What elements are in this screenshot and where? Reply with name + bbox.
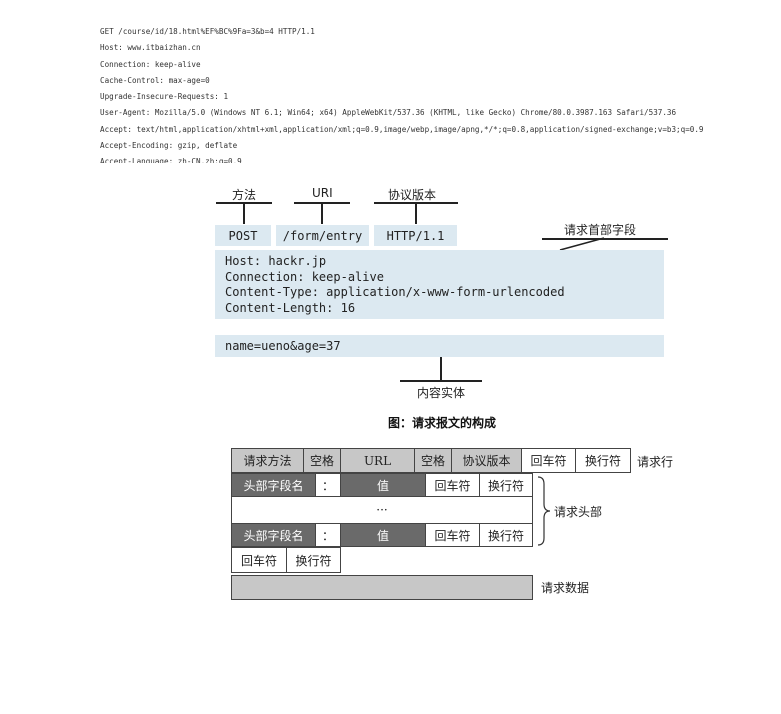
body-pointer [440, 357, 442, 381]
cell-protocol-version: 协议版本 [451, 448, 522, 473]
headers-brace [537, 476, 551, 546]
label-headers: 请求首部字段 [564, 223, 637, 237]
cell-colon: ： [315, 473, 341, 497]
method-pointer [243, 202, 245, 224]
version-pointer [415, 202, 417, 224]
cell-request-method: 请求方法 [231, 448, 304, 473]
body-box: name=ueno&age=37 [215, 335, 664, 357]
cell-cr: 回车符 [425, 523, 480, 547]
cell-ellipsis: ··· [231, 497, 533, 523]
request-message-diagram: 方法 URI 协议版本 请求首部字段 POST /form/entry HTTP… [198, 178, 680, 410]
cell-header-name: 头部字段名 [231, 473, 316, 497]
header-accept-encoding-text: Accept-Encoding: gzip, deflate [100, 141, 238, 151]
request-line-text: GET /course/id/18.html%EF%BC%9Fa=3&b=4 H… [100, 27, 315, 36]
uri-box: /form/entry [276, 225, 369, 246]
cell-header-name: 头部字段名 [231, 523, 316, 547]
label-method: 方法 [232, 188, 257, 202]
label-uri: URI [312, 186, 333, 200]
raw-request-block: GET /course/id/18.html%EF%BC%9Fa=3&b=4 H… [100, 24, 775, 163]
method-box: POST [215, 225, 271, 246]
cell-header-value: 值 [340, 473, 426, 497]
label-request-line: 请求行 [637, 455, 674, 469]
header-line: Content-Length: 16 [225, 300, 356, 315]
cell-header-value: 值 [340, 523, 426, 547]
headers-pointer [559, 237, 605, 251]
request-format-diagram: 请求方法 空格 URL 空格 协议版本 回车符 换行符 请求行 头部字段名 ： … [231, 448, 691, 604]
header-line: Connection: keep-alive [225, 269, 384, 284]
header-line: Host: hackr.jp [225, 254, 327, 268]
label-request-header: 请求头部 [554, 505, 603, 519]
figure-caption: 图：请求报文的构成 [387, 416, 496, 430]
cell-request-data [231, 575, 533, 600]
cell-space: 空格 [303, 448, 341, 473]
header-accept-text: Accept: text/html,application/xhtml+xml,… [100, 124, 704, 134]
label-version: 协议版本 [388, 188, 437, 202]
header-host-text: Host: www.itbaizhan.cn [100, 43, 201, 53]
cell-lf: 换行符 [286, 547, 341, 573]
header-user-agent-text: User-Agent: Mozilla/5.0 (Windows NT 6.1;… [100, 108, 677, 118]
headers-bracket [542, 238, 668, 240]
cell-colon: ： [315, 523, 341, 547]
uri-pointer [321, 202, 323, 224]
body-bracket [400, 380, 482, 382]
cell-cr: 回车符 [231, 547, 287, 573]
label-request-data: 请求数据 [541, 581, 590, 595]
cell-url: URL [340, 448, 415, 473]
label-body: 内容实体 [417, 386, 466, 400]
cell-cr: 回车符 [521, 448, 576, 473]
version-box: HTTP/1.1 [374, 225, 457, 246]
header-accept-language-text: Accept-Language: zh-CN,zh;q=0.9 [100, 157, 242, 164]
header-upgrade-text: Upgrade-Insecure-Requests: 1 [100, 92, 229, 102]
headers-box: Host: hackr.jp Connection: keep-alive Co… [215, 250, 664, 319]
header-connection-text: Connection: keep-alive [100, 59, 201, 69]
cell-cr: 回车符 [425, 473, 480, 497]
header-line: Content-Type: application/x-www-form-url… [225, 285, 565, 299]
cell-lf: 换行符 [479, 523, 533, 547]
cell-lf: 换行符 [575, 448, 631, 473]
cell-lf: 换行符 [479, 473, 533, 497]
header-cache-control-text: Cache-Control: max-age=0 [100, 75, 210, 85]
cell-space: 空格 [414, 448, 452, 473]
